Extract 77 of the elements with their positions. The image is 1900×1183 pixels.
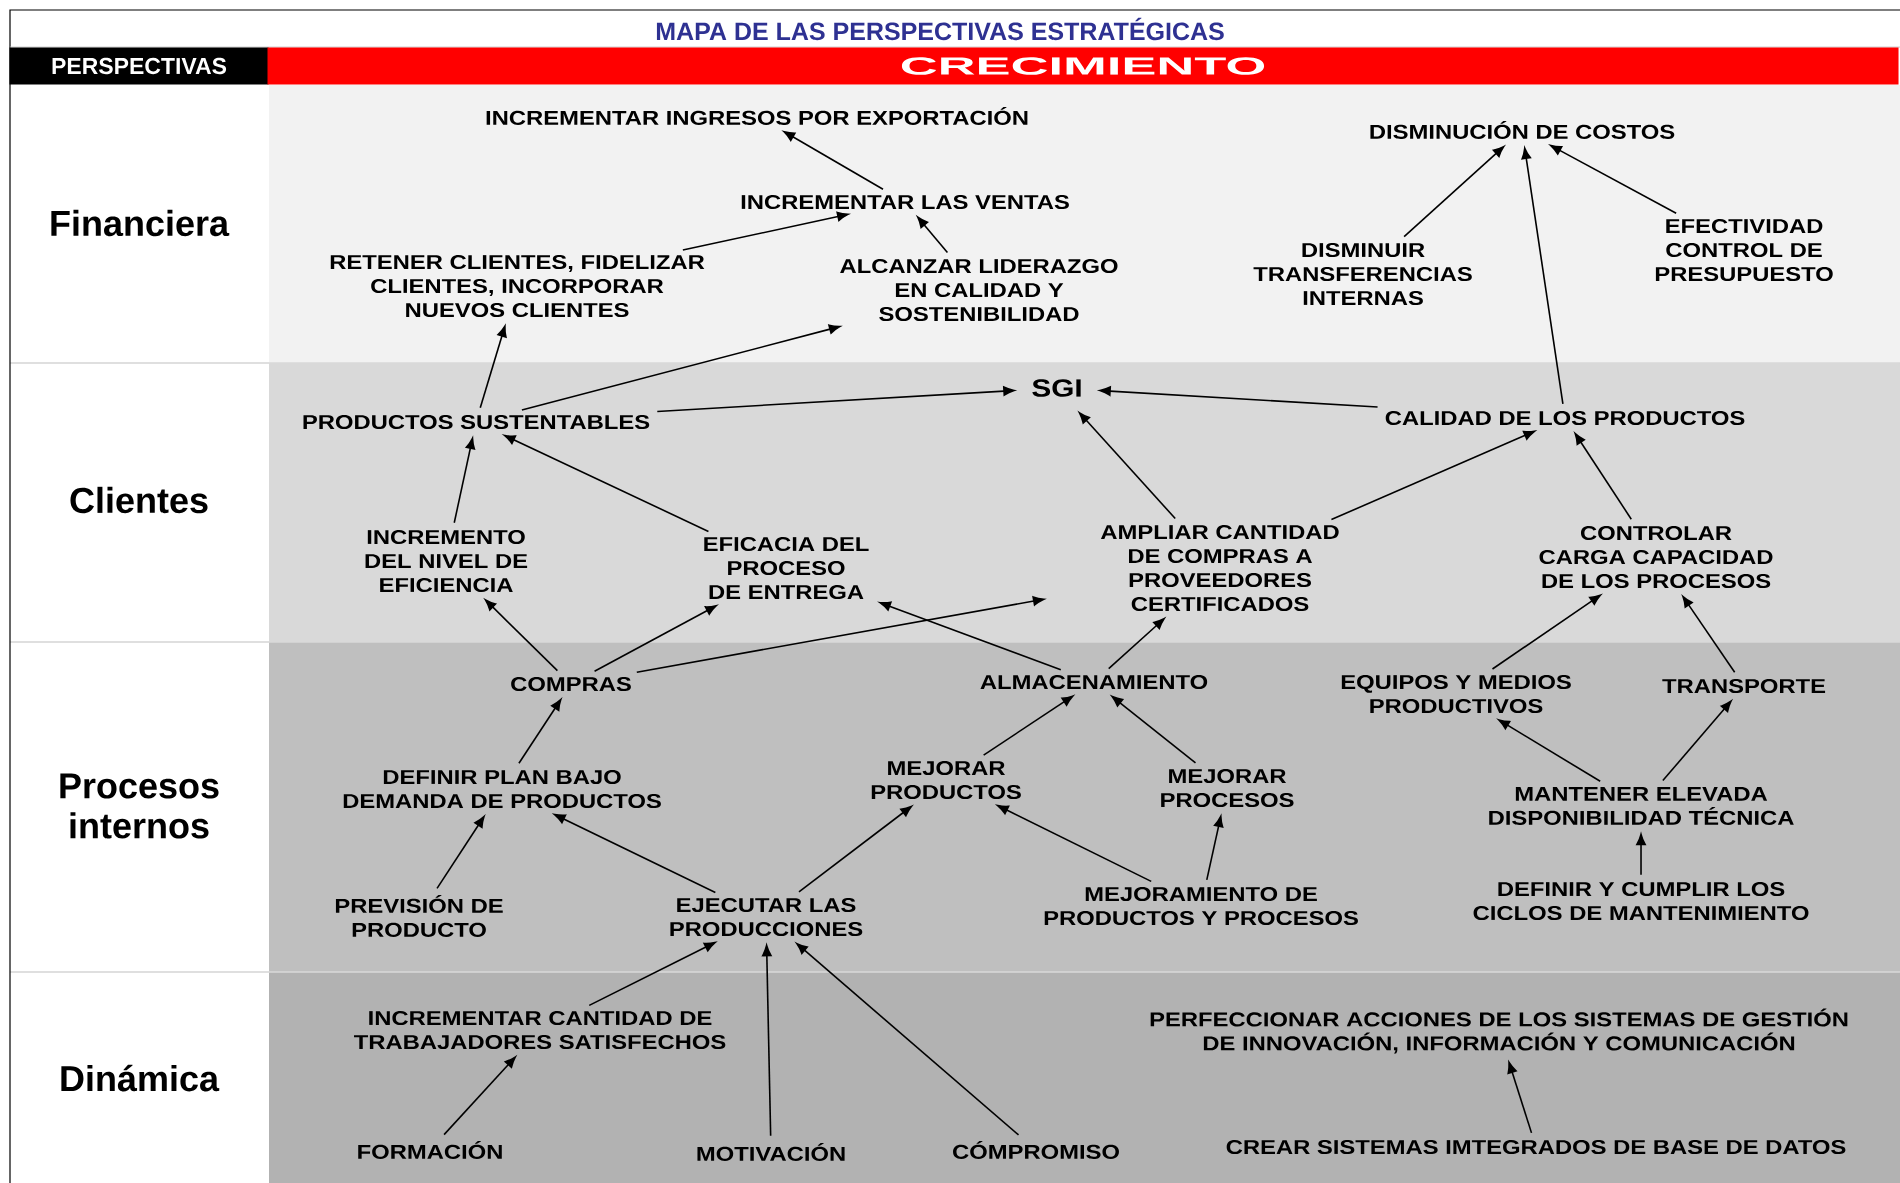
objective-label: AMPLIAR CANTIDAD DE COMPRAS A PROVEEDORES CERTIFICADOS (1100, 524, 1339, 612)
arrow (1078, 412, 1176, 520)
arrow (588, 941, 716, 1007)
objective-label: DISMINUIR TRANSFERENCIAS INTERNAS (1253, 242, 1472, 306)
objective-label: DEFINIR PLAN BAJO DEMANDA DE PRODUCTOS (343, 769, 661, 809)
arrow (453, 437, 476, 524)
arrow (1403, 145, 1505, 238)
objective-label: EQUIPOS Y MEDIOS PRODUCTIVOS (1341, 674, 1571, 714)
title: MAPA DE LAS PERSPECTIVAS ESTRATÉGICAS (656, 17, 1224, 41)
objective-label: PERFECCIONAR ACCIONES DE LOS SISTEMAS DE GESTIÓN DE INNOVACIÓN, INFORMACIÓN Y COMUNICACIÓN (1150, 1008, 1848, 1054)
objective-label: DEFINIR Y CUMPLIR LOS CICLOS DE MANTENIMIENTO (1473, 881, 1809, 921)
arrow (682, 211, 849, 251)
arrow (1636, 833, 1646, 876)
arrow (798, 805, 913, 893)
objective-label: PRODUCTOS SUSTENTABLES (303, 414, 650, 430)
objective-label: MEJORAR PRODUCTOS (871, 760, 1021, 800)
objective-label: PREVISIÓN DE PRODUCTO (335, 895, 503, 937)
objective-label: MEJORAMIENTO DE PRODUCTOS Y PROCESOS (1044, 886, 1358, 926)
objective-label: INCREMENTAR CANTIDAD DE TRABAJADORES SATISFECHOS (354, 1010, 726, 1050)
perspective-label: Procesos internos (60, 773, 219, 839)
arrow (1330, 430, 1536, 521)
arrow (443, 1056, 516, 1136)
arrow (503, 434, 710, 533)
arrow (1107, 617, 1165, 670)
arrow (1550, 144, 1677, 215)
arrow (996, 804, 1152, 883)
objective-label: EFECTIVIDAD CONTROL DE PRESUPUESTO (1655, 218, 1833, 282)
arrow (1111, 695, 1197, 764)
arrow (656, 386, 1015, 413)
arrow (436, 815, 485, 890)
arrow (521, 324, 841, 411)
arrow (1498, 719, 1601, 783)
arrow (879, 601, 1062, 671)
arrow (1574, 432, 1633, 520)
header-cell: PERSPECTIVAS (9, 47, 269, 85)
perspective-label: Clientes (70, 486, 208, 514)
arrow (1491, 594, 1602, 670)
arrow (1507, 1061, 1533, 1134)
objective-label: CALIDAD DE LOS PRODUCTOS (1385, 410, 1745, 426)
arrow (917, 216, 949, 254)
objective-label: EJECUTAR LAS PRODUCCIONES (670, 897, 863, 937)
perspective-label: Dinámica (61, 1064, 220, 1092)
objective-label: CONTROLAR CARGA CAPACIDAD DE LOS PROCESOS (1539, 525, 1773, 589)
arrow (1521, 147, 1564, 405)
objective-label: CREAR SISTEMAS IMTEGRADOS DE BASE DE DATOS (1226, 1139, 1846, 1155)
arrow (1662, 700, 1732, 782)
arrow (783, 130, 884, 190)
arrow (518, 698, 562, 764)
objective-label: EFICACIA DEL PROCESO DE ENTREGA (704, 536, 869, 600)
objective-label: RETENER CLIENTES, FIDELIZAR CLIENTES, INCORPORAR NUEVOS CLIENTES (330, 254, 705, 318)
objective-label: TRANSPORTE (1662, 678, 1826, 694)
objective-label: INCREMENTAR LAS VENTAS (741, 194, 1069, 210)
objective-label: ALCANZAR LIDERAZGO EN CALIDAD Y SOSTENIBILIDAD (840, 258, 1118, 322)
objective-label: MANTENER ELEVADA DISPONIBILIDAD TÉCNICA (1489, 787, 1794, 825)
arrow (636, 596, 1045, 673)
objective-label: INCREMENTAR INGRESOS POR EXPORTACIÓN (486, 107, 1028, 125)
objective-label: ALMACENAMIENTO (980, 674, 1208, 690)
objective-label: DISMINUCIÓN DE COSTOS (1370, 121, 1675, 139)
objective-label: CÓMPROMISO (953, 1141, 1119, 1159)
objective-label: INCREMENTO DEL NIVEL DE EFICIENCIA (365, 529, 528, 593)
arrow (593, 604, 717, 673)
arrow (1682, 595, 1736, 674)
objective-label: COMPRAS (511, 676, 631, 692)
arrow (761, 944, 772, 1137)
objective-label: SGI (1032, 379, 1081, 397)
arrow (1099, 386, 1379, 408)
arrow (553, 813, 717, 894)
objective-label: MOTIVACIÓN (697, 1143, 845, 1161)
arrow (796, 942, 1020, 1136)
arrow (479, 325, 507, 409)
arrow (982, 695, 1074, 756)
perspective-label: Financiera (51, 209, 230, 237)
objective-label: MEJORAR PROCESOS (1161, 768, 1294, 808)
arrow (1206, 815, 1224, 881)
objective-label: FORMACIÓN (358, 1141, 502, 1159)
header-band: CRECIMIENTO (267, 47, 1899, 85)
arrow (484, 599, 559, 672)
